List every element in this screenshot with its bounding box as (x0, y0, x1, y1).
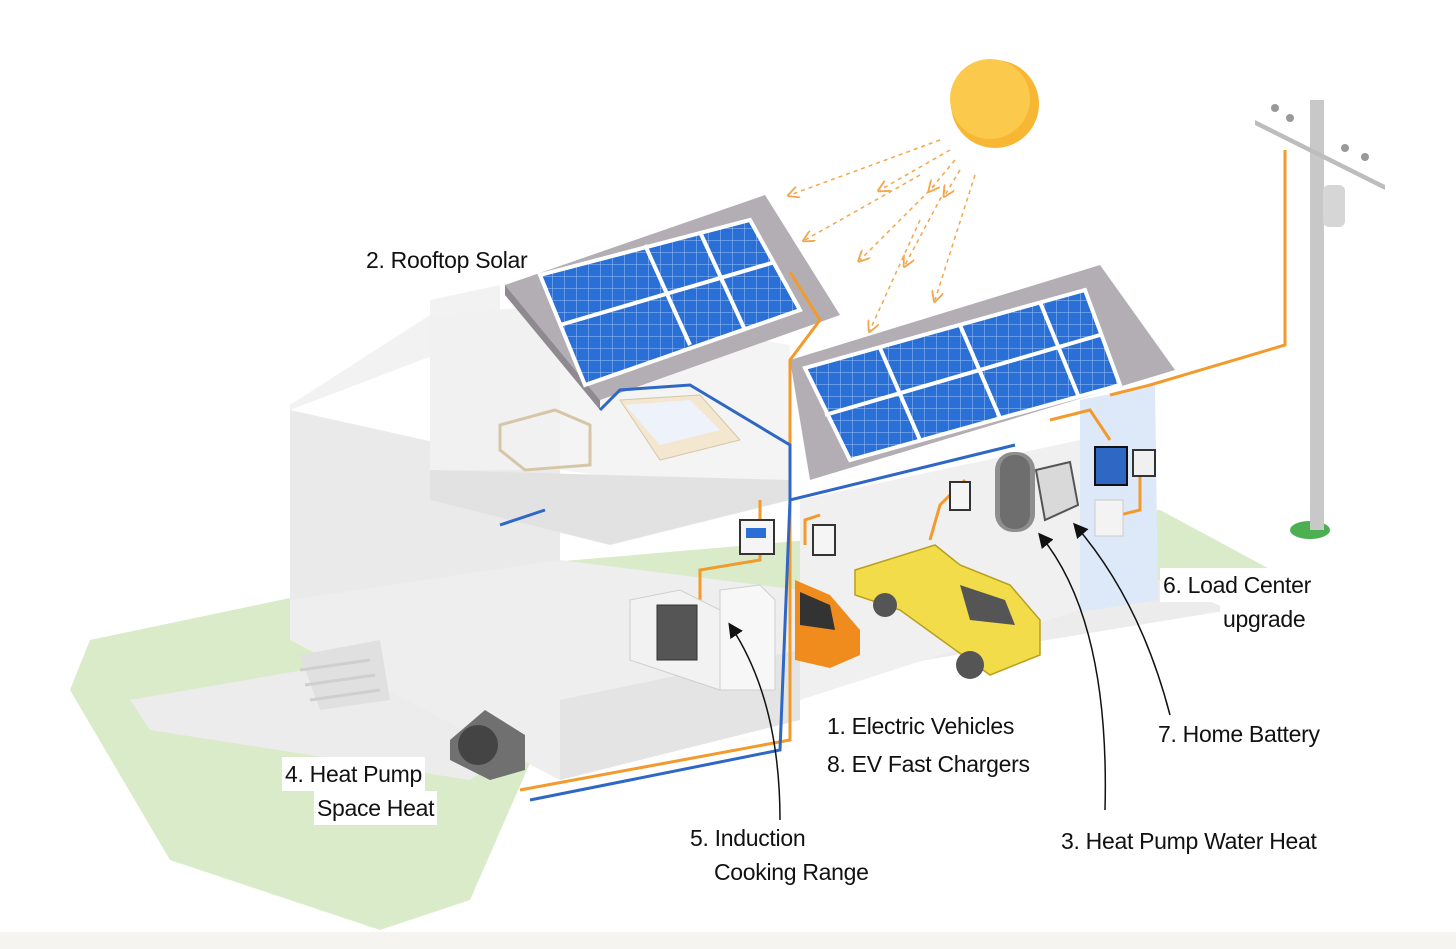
bottom-strip (0, 932, 1456, 949)
label-rooftop-solar: 2. Rooftop Solar (363, 243, 530, 277)
label-ev-fast-chargers: 8. EV Fast Chargers (824, 747, 1033, 781)
label-electric-vehicles: 1. Electric Vehicles (824, 709, 1017, 743)
label-load-center-line2: upgrade (1220, 602, 1308, 636)
label-load-center-line1: 6. Load Center (1160, 568, 1314, 602)
label-induction-line2: Cooking Range (711, 855, 872, 889)
label-heat-pump-space-line2: Space Heat (314, 791, 437, 825)
utility-pole-icon (1255, 100, 1385, 539)
water-heater-icon (995, 452, 1035, 532)
label-heat-pump-water: 3. Heat Pump Water Heat (1058, 824, 1320, 858)
load-center-icon (740, 520, 774, 554)
garage-annex (1080, 385, 1158, 612)
label-induction-line1: 5. Induction (687, 821, 808, 855)
label-home-battery: 7. Home Battery (1155, 717, 1323, 751)
label-heat-pump-space-line1: 4. Heat Pump (282, 757, 425, 791)
